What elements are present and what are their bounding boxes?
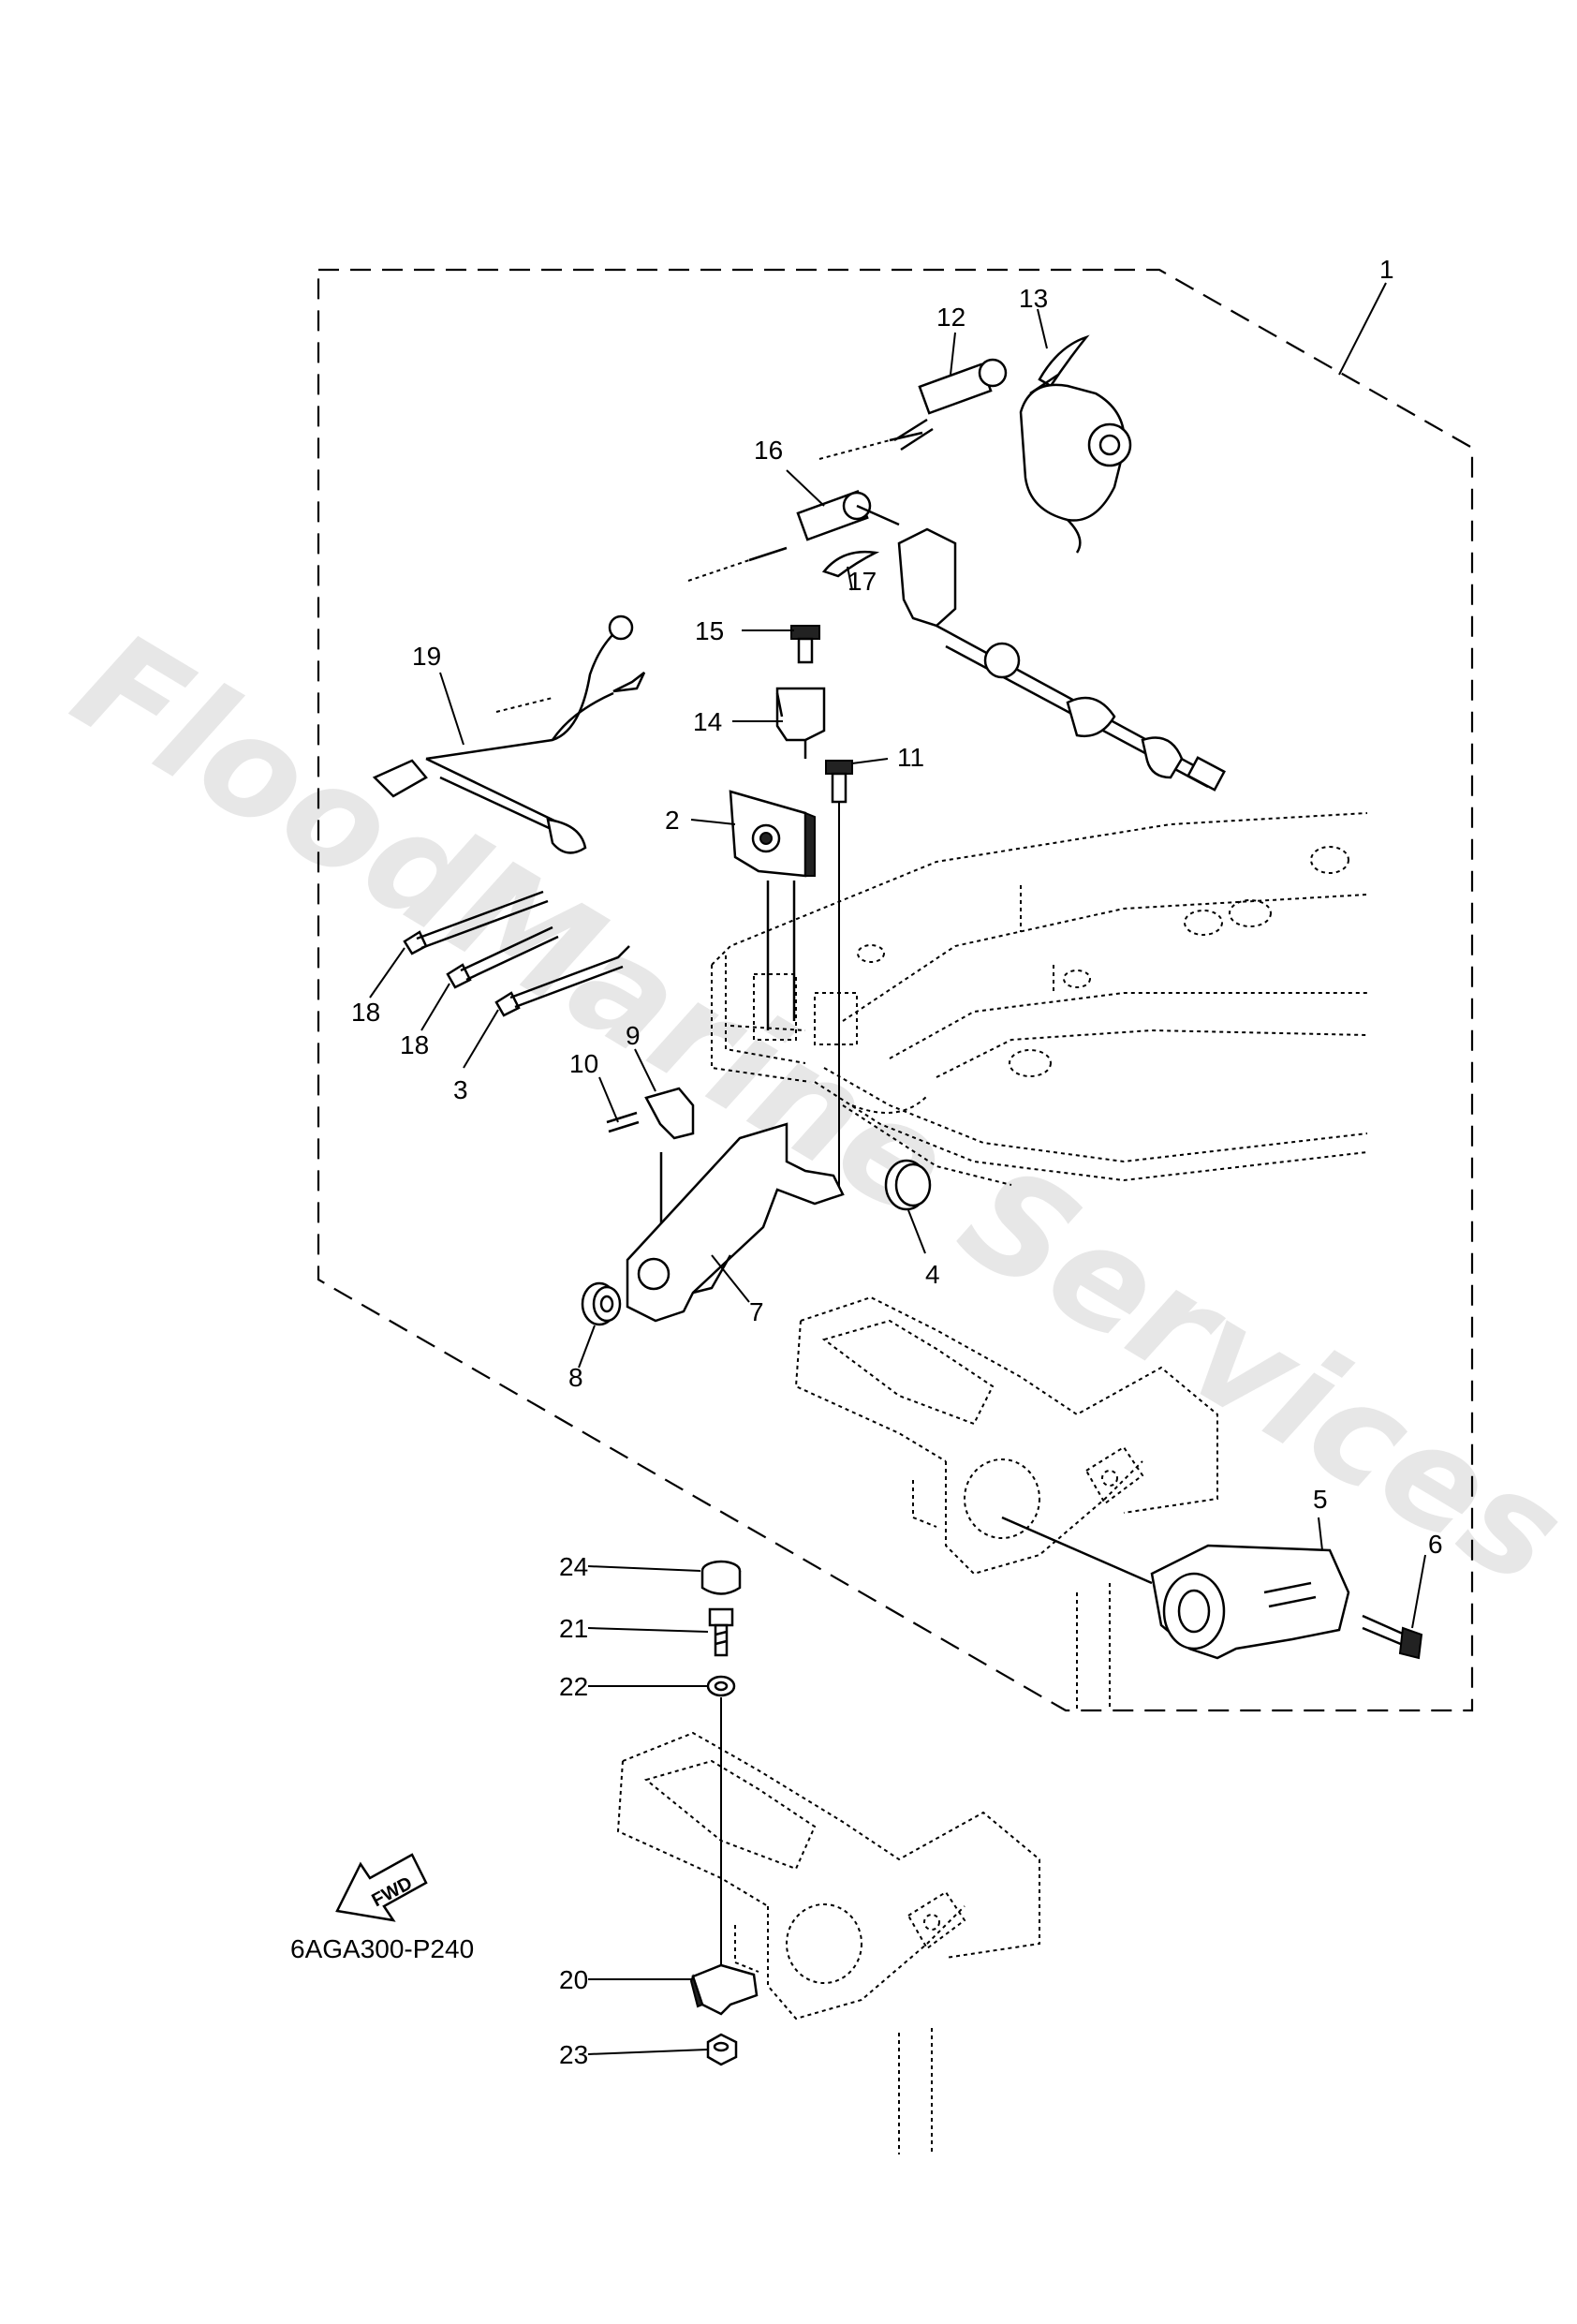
clip-17 (821, 551, 880, 578)
neutral-switch-2 (729, 790, 816, 1030)
callout-8: 8 (568, 1363, 583, 1392)
callout-21: 21 (559, 1614, 588, 1643)
callout-12: 12 (936, 303, 965, 332)
stopper-20 (689, 1963, 759, 2016)
cable-tie-18-lower (446, 925, 559, 989)
nut-23 (706, 2033, 738, 2066)
screw-15 (790, 625, 820, 664)
callout-19: 19 (412, 642, 441, 671)
callout-6: 6 (1428, 1530, 1443, 1559)
cable-tie-18-upper (403, 890, 549, 955)
callout-16: 16 (754, 436, 783, 465)
callout-1: 1 (1379, 255, 1394, 284)
bracket-14 (775, 687, 826, 759)
callout-3: 3 (453, 1075, 468, 1104)
callout-9: 9 (626, 1021, 641, 1050)
callout-24: 24 (559, 1552, 588, 1581)
callout-20: 20 (559, 1965, 588, 1994)
callout-18-lower: 18 (400, 1030, 429, 1059)
cable-tie-3 (494, 945, 630, 1017)
bolt-6 (1362, 1614, 1423, 1660)
callout-14: 14 (693, 707, 722, 736)
bracket-5 (1001, 1516, 1350, 1660)
grommet-8 (581, 1281, 622, 1326)
callout-15: 15 (695, 616, 724, 645)
assembly-boundary (317, 268, 1474, 1712)
bolt-21 (708, 1607, 734, 1657)
shift-cable-end (687, 490, 900, 582)
washer-22 (706, 1675, 736, 1976)
throttle-cable-end (818, 358, 1008, 460)
watermark-text: FloodMarine Services (48, 601, 1577, 1618)
callout-23: 23 (559, 2040, 588, 2069)
callout-5: 5 (1313, 1485, 1328, 1514)
callout-18-upper: 18 (351, 998, 380, 1027)
callout-22: 22 (559, 1672, 588, 1701)
callouts: 1 2 3 4 5 6 7 8 9 10 11 12 13 14 15 16 1… (351, 255, 1443, 2069)
shift-lever-shaft (897, 527, 1226, 792)
screw-11 (825, 760, 853, 1190)
reference-code: 6AGA300-P240 (290, 1934, 474, 1963)
grommet-4 (884, 1159, 932, 1211)
swivel-bracket (794, 1295, 1218, 1710)
watermark: FloodMarine Services (48, 601, 1577, 1618)
callout-10: 10 (569, 1049, 598, 1078)
callout-4: 4 (925, 1260, 940, 1289)
bracket-7 (626, 1122, 845, 1323)
throttle-lever-assembly (1019, 373, 1132, 554)
leader-lines (369, 282, 1426, 2055)
callout-2: 2 (665, 806, 680, 835)
bottom-cowling (711, 812, 1368, 1186)
fwd-arrow: FWD (335, 1853, 428, 1922)
callout-7: 7 (749, 1297, 764, 1326)
callout-13: 13 (1019, 284, 1048, 313)
lower-swivel-bracket (616, 1731, 1040, 2154)
pin-10 (606, 1111, 640, 1133)
wire-harness-19 (372, 614, 646, 854)
callout-17: 17 (847, 567, 877, 596)
callout-11: 11 (897, 743, 924, 772)
cap-24 (700, 1560, 742, 1595)
